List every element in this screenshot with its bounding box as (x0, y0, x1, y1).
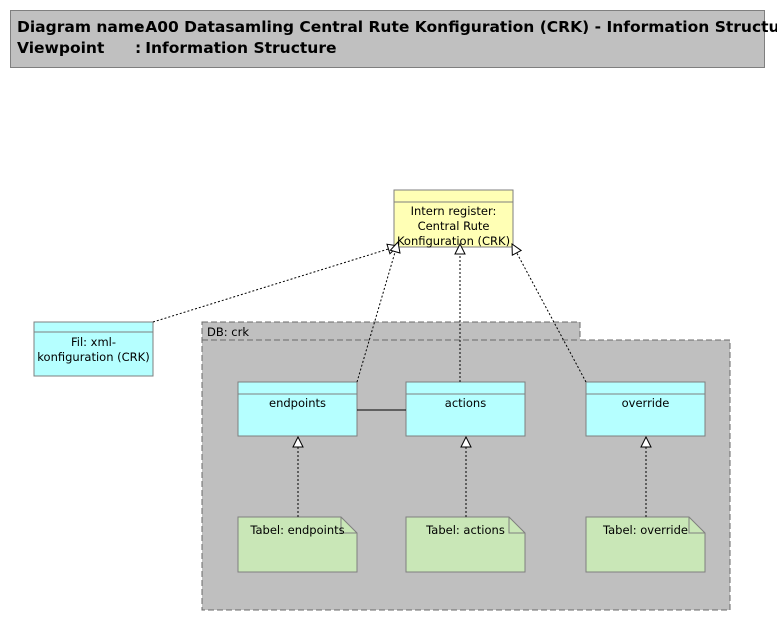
diagram-name-value: A00 Datasamling Central Rute Konfigurati… (145, 18, 777, 36)
actions-node[interactable] (405, 381, 526, 437)
viewpoint-row: Viewpoint:Information Structure (17, 38, 764, 59)
actions-label: actions (444, 396, 487, 410)
fil-xml-line2: konfiguration (CRK) (37, 350, 150, 364)
tabel-endpoints-label: Tabel: endpoints (250, 523, 345, 537)
tabel-actions-node[interactable] (405, 516, 526, 573)
intern-register-line3: Konfiguration (CRK) (396, 234, 511, 248)
diagram-header: Diagram name:A00 Datasamling Central Rut… (10, 10, 777, 68)
tabel-actions-label: Tabel: actions (426, 523, 505, 537)
endpoints-label: endpoints (269, 396, 326, 410)
tabel-endpoints-node[interactable] (237, 516, 358, 573)
realization-fil-to-register (152, 246, 398, 323)
intern-register-label: Intern register: Central Rute Konfigurat… (394, 204, 513, 249)
realization-endpoints-to-register (356, 242, 398, 383)
diagram-name-key: Diagram name (17, 18, 145, 36)
intern-register-line2: Central Rute (417, 219, 490, 233)
fil-xml-label: Fil: xml- konfiguration (CRK) (34, 335, 153, 365)
separator: : (135, 18, 142, 36)
fil-xml-node[interactable] (33, 321, 154, 377)
tabel-override-node[interactable] (585, 516, 706, 573)
intern-register-line1: Intern register: (410, 204, 497, 218)
endpoints-node[interactable] (237, 381, 358, 437)
db-crk-label: DB: crk (207, 325, 249, 339)
separator: : (135, 39, 142, 57)
viewpoint-key: Viewpoint (17, 39, 105, 57)
fil-xml-line1: Fil: xml- (70, 335, 117, 349)
tabel-override-label: Tabel: override (602, 523, 688, 537)
diagram-name-row: Diagram name:A00 Datasamling Central Rut… (17, 17, 777, 38)
override-label: override (621, 396, 670, 410)
intern-register-node[interactable] (393, 189, 514, 248)
viewpoint-value: Information Structure (145, 39, 337, 57)
